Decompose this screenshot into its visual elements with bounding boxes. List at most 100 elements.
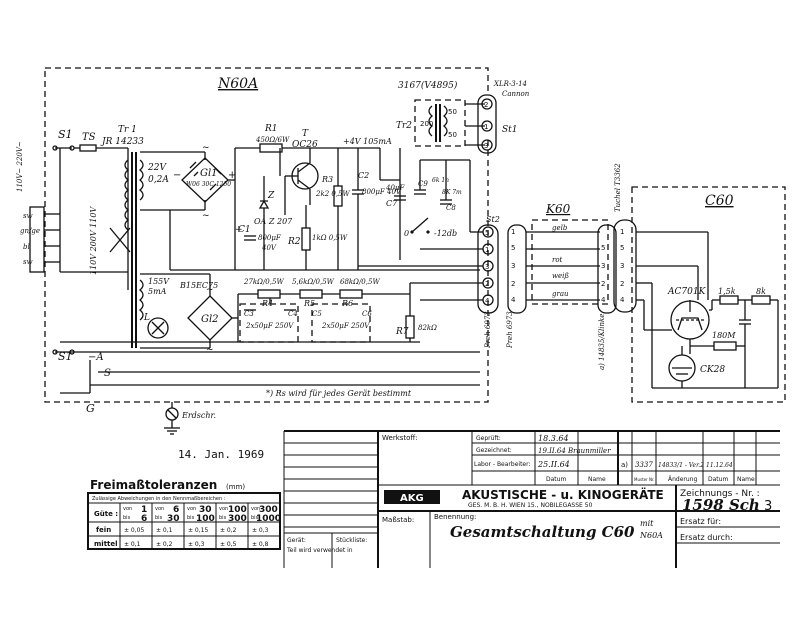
labor-value: 25.II.64: [537, 460, 570, 469]
r3-label: R3: [321, 175, 333, 184]
benennung-label: Benennung:: [434, 513, 476, 521]
benennung-value: Gesamtschaltung C60: [450, 523, 635, 541]
r1-resistor: [259, 143, 283, 153]
labor-label: Labor - Bearbeiter:: [474, 461, 531, 468]
svg-text:2: 2: [484, 101, 488, 109]
r2-label: R2: [287, 237, 301, 247]
svg-text:~: ~: [206, 345, 214, 355]
svg-text:1: 1: [620, 228, 624, 236]
c56-value: 2x50μF 250V: [321, 322, 370, 330]
n60a-title: N60A: [217, 76, 258, 92]
tuchel-label: Tuchel T3362: [614, 163, 622, 212]
svg-text:bis: bis: [251, 515, 259, 521]
svg-text:bis: bis: [219, 515, 227, 521]
c1-volt: 40V: [261, 244, 277, 252]
svg-text:± 0,3: ± 0,3: [252, 527, 269, 534]
svg-text:1: 1: [511, 228, 515, 236]
tolerance-row-label: Güte :: [94, 510, 118, 518]
tr1-primary: [124, 159, 130, 231]
r180m-resistor: [713, 341, 737, 351]
svg-text:5: 5: [511, 244, 515, 252]
r4-value: 27kΩ/0,5W: [243, 278, 284, 286]
svg-text:3: 3: [511, 262, 515, 270]
svg-text:von: von: [155, 506, 164, 512]
tr1-label: Tr 1: [118, 125, 137, 135]
st1-label: St1: [502, 125, 518, 135]
svg-text:4: 4: [601, 296, 606, 304]
gl1-part: W06 30C 1250: [186, 181, 231, 188]
company-name: AKUSTISCHE - u. KINOGERÄTE: [462, 487, 664, 502]
tr2-shield: [414, 99, 466, 147]
k60-plug-left: [507, 224, 527, 314]
r5-resistor: [299, 289, 323, 299]
datum-label: Datum: [546, 476, 566, 483]
geprueft-value: 18.3.64: [538, 434, 569, 443]
c7-label: C7: [386, 199, 398, 208]
rev-text: 14833/1 - Ver.2: [658, 462, 704, 469]
cable-label: a) 14835/Klinke: [598, 314, 606, 370]
wire-weiss: weiß: [552, 272, 569, 280]
gezeichnet-label: Gezeichnet:: [476, 447, 512, 454]
geraet-label: Gerät:: [287, 537, 306, 544]
svg-text:2: 2: [511, 280, 515, 288]
svg-text:3: 3: [601, 262, 605, 270]
svg-text:± 0,2: ± 0,2: [156, 541, 173, 548]
svg-text:4: 4: [485, 297, 490, 305]
sec-5ma: 5mA: [148, 287, 167, 296]
gezeichnet-value: 19.II.64 Braunmiller: [538, 447, 611, 455]
svg-text:5: 5: [620, 244, 624, 252]
svg-text:~: ~: [202, 143, 210, 153]
t-part: OC26: [292, 140, 318, 150]
r180m-label: 180M: [712, 331, 736, 340]
z-part: OA Z 207: [254, 217, 293, 226]
zero-label: 0: [404, 229, 409, 238]
c1-value: 800μF: [258, 234, 282, 242]
rev-a: a): [621, 461, 628, 469]
title-block: Werkstoff: Geprüft: 18.3.64 Gezeichnet: …: [283, 430, 780, 568]
sec-155v: 155V: [148, 277, 170, 286]
c2-label: C2: [358, 171, 369, 180]
r5-label: R5: [303, 299, 315, 308]
r2-resistor: [301, 227, 311, 251]
wire-gelb: gelb: [552, 224, 568, 232]
svg-text:300: 300: [259, 505, 278, 515]
tr2-part: 3167(V4895): [398, 80, 458, 91]
svg-text:± 0,2: ± 0,2: [220, 527, 237, 534]
a-label: −A: [88, 352, 104, 363]
teil-verwendet: Teil wird verwendet in: [286, 547, 353, 554]
svg-text:30: 30: [199, 505, 212, 515]
s-label: S: [104, 368, 111, 379]
svg-text:von: von: [219, 506, 228, 512]
preh-label-1: Preh 6973: [484, 311, 492, 349]
r4-label: R4: [261, 299, 273, 308]
gl2-label: Gl2: [201, 314, 219, 325]
geprueft-label: Geprüft:: [476, 435, 501, 442]
gl1-label: Gl1: [200, 168, 218, 179]
bl-label: bl: [23, 243, 30, 251]
r5-value: 5,6kΩ/0,5W: [292, 278, 335, 286]
sw-label-1: sw: [23, 212, 33, 220]
rev-number: 3337: [635, 461, 653, 469]
c9-value: 6k 1n: [432, 177, 449, 184]
svg-text:3: 3: [485, 263, 489, 271]
svg-text:~: ~: [202, 211, 210, 221]
sw-label-2: sw: [23, 258, 33, 266]
r1-value: 450Ω/6W: [255, 136, 290, 144]
st2-label: St2: [486, 215, 500, 224]
b15-label: B15EC75: [179, 281, 218, 290]
svg-text:5: 5: [601, 244, 605, 252]
company-sub: GES. M. B. H. WIEN 15., NOBILEGASSE 50: [468, 502, 593, 509]
tr1-secondary-22v: [138, 159, 144, 201]
name-label: Name: [588, 476, 606, 483]
r8k-label: 8k: [756, 287, 766, 296]
svg-text:1: 1: [485, 246, 489, 254]
wire-grau: grau: [552, 290, 569, 298]
svg-text:± 0,3: ± 0,3: [188, 541, 205, 548]
svg-text:3: 3: [484, 142, 488, 150]
drawing-number: 1598 Sch: [682, 496, 760, 514]
svg-text:± 0,5: ± 0,5: [220, 541, 237, 548]
zeichnungs-label: Zeichnungs - Nr. :: [680, 489, 760, 499]
gl1-bridge: [181, 157, 229, 203]
c34-value: 2x50μF 250V: [245, 322, 294, 330]
mit-label: mit: [640, 519, 654, 528]
